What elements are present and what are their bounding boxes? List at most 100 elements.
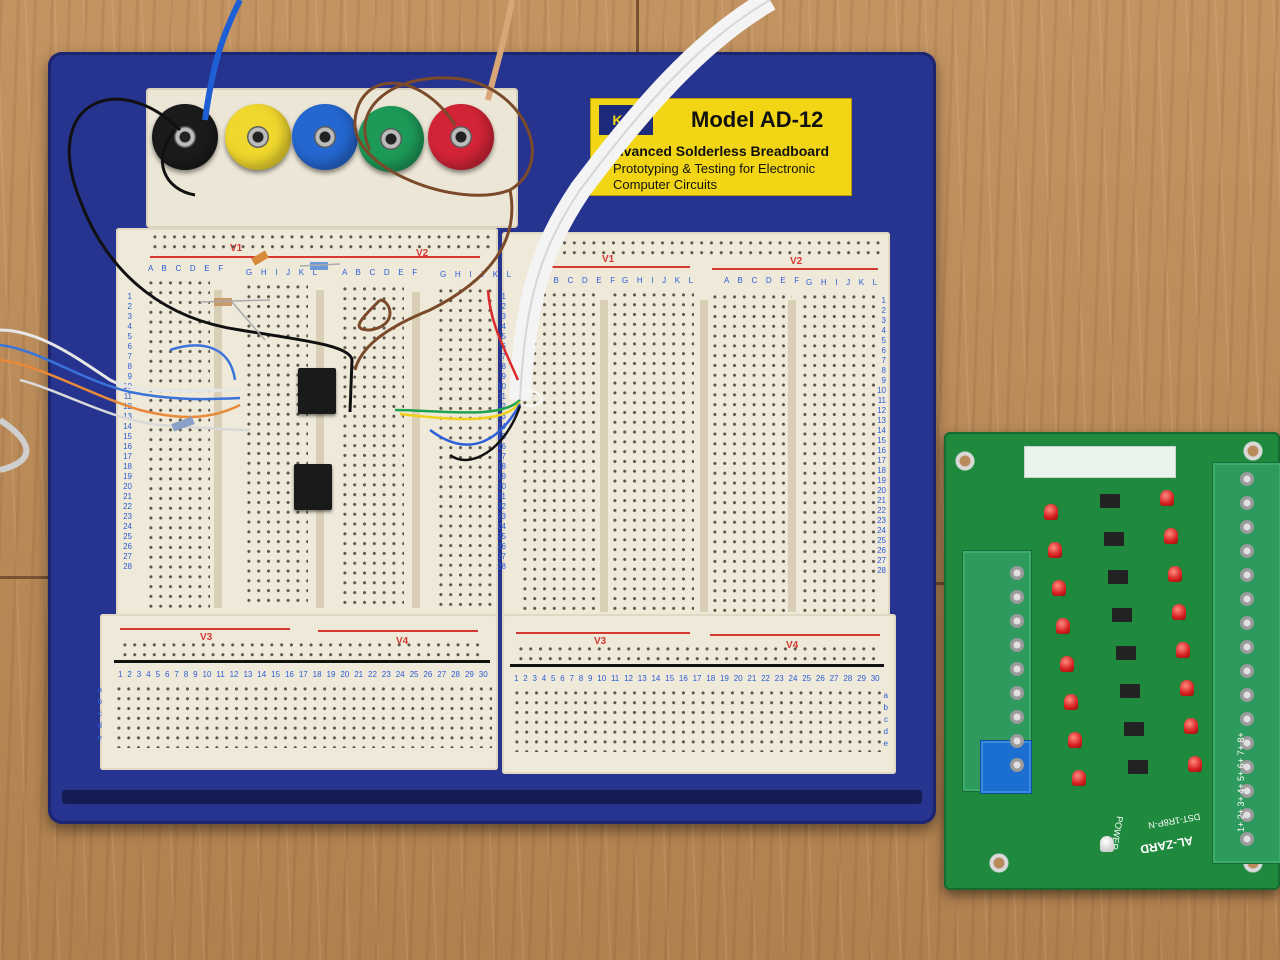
row-number-left-13: 13	[123, 412, 132, 421]
rail-line-red-bottom-left	[120, 628, 290, 630]
terminal-screw-left[interactable]	[1010, 566, 1024, 580]
column-letters-left-g: G H I J K L	[246, 268, 321, 277]
rail-holes-bottom-right	[516, 644, 880, 664]
row-number-center-22: 22	[497, 502, 506, 511]
bottom-number-right-18: 18	[706, 674, 716, 683]
binding-post-black[interactable]	[152, 104, 218, 170]
row-number-left-1: 1	[127, 292, 132, 301]
terminal-screw-right[interactable]	[1240, 592, 1254, 606]
bottom-number-left-3: 3	[136, 670, 142, 679]
terminal-screw-right[interactable]	[1240, 736, 1254, 750]
model-label-plate: KAB Model AD-12 Advanced Solderless Brea…	[590, 98, 852, 196]
row-number-right-10: 10	[877, 386, 886, 395]
terminal-screw-right[interactable]	[1240, 808, 1254, 822]
rail-label-v2-top-right: V2	[790, 256, 803, 267]
channel-labels: 1+ 2+ 3+ 4+ 5+ 6+ 7+ 8+	[1236, 732, 1246, 832]
terminal-screw-right[interactable]	[1240, 472, 1254, 486]
binding-post-green[interactable]	[358, 106, 424, 172]
row-number-right-15: 15	[877, 436, 886, 445]
bottom-number-right-17: 17	[692, 674, 702, 683]
row-number-left-11: 11	[123, 392, 132, 401]
binding-post-red[interactable]	[428, 104, 494, 170]
row-number-center-25: 25	[497, 532, 506, 541]
row-number-center-20: 20	[497, 482, 506, 491]
terminal-screw-right[interactable]	[1240, 832, 1254, 846]
center-channel-left-2	[316, 290, 324, 608]
row-number-left-15: 15	[123, 432, 132, 441]
bottom-number-left-8: 8	[183, 670, 189, 679]
terminal-screw-right[interactable]	[1240, 664, 1254, 678]
terminal-screw-left[interactable]	[1010, 710, 1024, 724]
bottom-number-left-30: 30	[478, 670, 488, 679]
terminal-screw-right[interactable]	[1240, 568, 1254, 582]
row-number-right-3: 3	[881, 316, 886, 325]
row-number-right-1: 1	[881, 296, 886, 305]
binding-post-blue[interactable]	[292, 104, 358, 170]
terminal-screw-right[interactable]	[1240, 616, 1254, 630]
bottom-number-left-16: 16	[284, 670, 294, 679]
bottom-number-left-11: 11	[216, 670, 225, 679]
bottom-number-right-2: 2	[523, 674, 528, 683]
bottom-number-right-3: 3	[532, 674, 537, 683]
bottom-number-right-23: 23	[774, 674, 784, 683]
bottom-number-right-19: 19	[719, 674, 729, 683]
optocoupler-chip	[1108, 570, 1128, 584]
bottom-row-right-3: c	[884, 715, 888, 724]
row-number-right-22: 22	[877, 506, 886, 515]
bottom-number-right-10: 10	[597, 674, 607, 683]
column-letters-mid-a: A B C D E F	[342, 268, 421, 277]
terminal-screw-left[interactable]	[1010, 734, 1024, 748]
binding-post-yellow[interactable]	[225, 104, 291, 170]
row-number-right-23: 23	[877, 516, 886, 525]
row-number-left-8: 8	[127, 362, 132, 371]
row-number-left-16: 16	[123, 442, 132, 451]
row-number-center-24: 24	[497, 522, 506, 531]
terminal-screw-right[interactable]	[1240, 496, 1254, 510]
bottom-number-right-26: 26	[815, 674, 825, 683]
channel-led	[1060, 656, 1074, 672]
row-number-center-16: 16	[497, 442, 506, 451]
terminal-screw-right[interactable]	[1240, 544, 1254, 558]
channel-led	[1164, 528, 1178, 544]
bottom-number-left-20: 20	[340, 670, 350, 679]
model-number: Model AD-12	[691, 107, 824, 132]
bottom-row-left-1: a	[97, 685, 102, 694]
terminal-screw-left[interactable]	[1010, 758, 1024, 772]
terminal-screw-right[interactable]	[1240, 784, 1254, 798]
row-number-right-14: 14	[877, 426, 886, 435]
channel-led	[1044, 504, 1058, 520]
row-number-right-2: 2	[881, 306, 886, 315]
power-led	[1100, 836, 1114, 852]
bottom-number-right-15: 15	[665, 674, 675, 683]
terminal-screw-right[interactable]	[1240, 640, 1254, 654]
row-number-left-2: 2	[127, 302, 132, 311]
terminal-screw-left[interactable]	[1010, 638, 1024, 652]
terminal-screw-left[interactable]	[1010, 662, 1024, 676]
row-number-center-7: 7	[501, 352, 506, 361]
row-number-right-28: 28	[877, 566, 886, 575]
row-number-left-17: 17	[123, 452, 132, 461]
row-number-center-11: 11	[497, 392, 506, 401]
bottom-number-right-25: 25	[802, 674, 812, 683]
bottom-row-right-1: a	[883, 691, 888, 700]
row-number-center-4: 4	[501, 322, 506, 331]
row-number-left-27: 27	[123, 552, 132, 561]
bottom-number-right-28: 28	[843, 674, 853, 683]
row-number-center-27: 27	[497, 552, 506, 561]
terminal-screw-right[interactable]	[1240, 688, 1254, 702]
terminal-screw-right[interactable]	[1240, 760, 1254, 774]
bottom-number-left-4: 4	[146, 670, 151, 679]
row-number-left-9: 9	[127, 372, 132, 381]
terminal-screw-right[interactable]	[1240, 712, 1254, 726]
terminal-screw-right[interactable]	[1240, 520, 1254, 534]
column-letters-right-g: G H I J K L	[622, 276, 697, 285]
base-slot	[62, 790, 922, 804]
terminal-screw-left[interactable]	[1010, 614, 1024, 628]
terminal-screw-left[interactable]	[1010, 686, 1024, 700]
terminal-screw-left[interactable]	[1010, 590, 1024, 604]
product-subtitle: Advanced Solderless Breadboard	[605, 143, 830, 159]
product-description-line2: Computer Circuits	[613, 177, 718, 192]
